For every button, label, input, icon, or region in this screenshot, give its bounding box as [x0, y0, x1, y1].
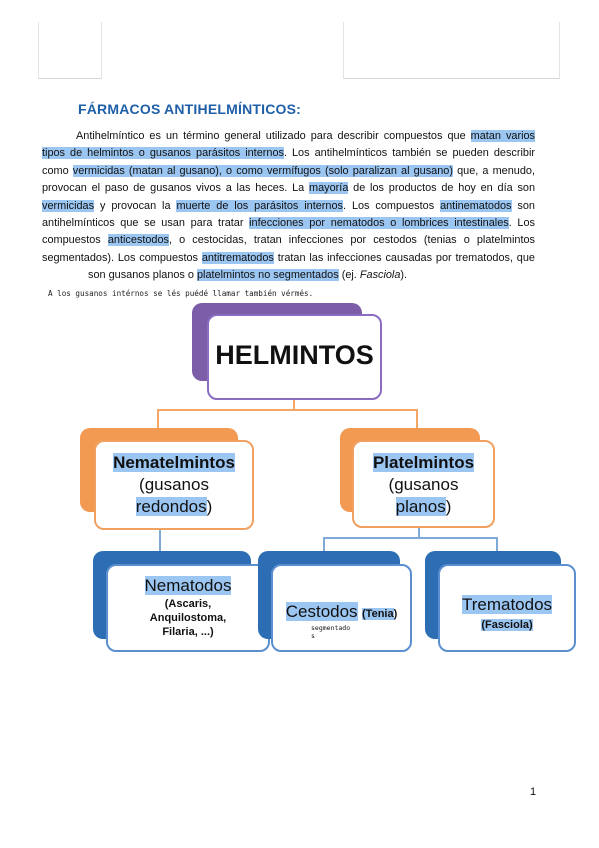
paren: )	[445, 497, 452, 516]
highlight: anticestodos	[107, 234, 169, 247]
connector	[323, 537, 325, 551]
paragraph-line: Antihelmíntico es un término general uti…	[42, 128, 535, 145]
paragraph-line: vermicidas y provocan la muerte de los p…	[42, 198, 535, 215]
highlight: antitrematodos	[201, 251, 274, 264]
trematodos-node: Trematodos (Fasciola)	[438, 564, 576, 652]
header-placeholder-left	[38, 22, 102, 79]
text: (ej.	[338, 269, 360, 282]
text: como	[42, 164, 73, 177]
highlight: vermicidas	[42, 199, 95, 212]
text: antihelmínticos que se usan para tratar	[42, 217, 250, 230]
connector	[418, 528, 420, 538]
text: compuestos	[42, 234, 108, 247]
plat-sub-highlight: planos	[395, 497, 446, 516]
nematodos-example: (Ascaris,	[164, 598, 212, 610]
highlight: matan varios	[470, 130, 535, 142]
connector	[157, 409, 159, 429]
nematodos-node: Nematodos (Ascaris, Anquilostoma, Filari…	[106, 564, 270, 652]
connector	[496, 537, 498, 551]
connector	[293, 400, 295, 410]
trematodos-example: (Fasciola)	[481, 619, 533, 631]
text: segmentados). Los compuestos	[42, 251, 202, 264]
text: . Los antihelmínticos también se pueden …	[283, 147, 535, 160]
paren: )	[206, 497, 213, 516]
connector	[416, 409, 418, 429]
italic-text: Fasciola	[359, 269, 401, 282]
root-label: HELMINTOS	[215, 340, 374, 370]
text: de los productos de hoy en día son	[348, 182, 535, 195]
paragraph-line: tipos de helmintos o gusanos parásitos i…	[42, 145, 535, 162]
text: , o cestocidas, tratan infecciones por c…	[168, 234, 535, 247]
highlight: vermicidas (matan al gusano), o como ver…	[72, 164, 453, 177]
text: tratan las infecciones causadas por trem…	[273, 251, 535, 264]
handwritten-note: s	[311, 632, 315, 640]
text: . Los	[508, 217, 535, 230]
cestodos-label: Cestodos	[285, 602, 358, 621]
highlight: tipos de helmintos o gusanos parásitos i…	[42, 147, 284, 160]
highlight: antinematodos	[440, 199, 512, 212]
handwritten-note: A los gusanos intérnos se lés puédé llam…	[48, 289, 314, 298]
paragraph-line: son gusanos planos o platelmintos no seg…	[42, 267, 535, 284]
nematodos-example: Filaria, ...)	[162, 626, 214, 638]
paragraph-line: segmentados). Los compuestos antitremato…	[42, 250, 535, 267]
cestodos-example: (Tenia	[362, 608, 394, 620]
paragraph-line: antihelmínticos que se usan para tratar …	[42, 215, 535, 232]
highlight: infecciones por nematodos o lombrices in…	[249, 217, 509, 230]
page-title: FÁRMACOS ANTIHELMÍNTICOS:	[78, 101, 302, 117]
nematodos-label: Nematodos	[144, 576, 232, 595]
page-number: 1	[530, 786, 537, 798]
nemat-label: Nematelmintos	[113, 453, 235, 472]
trematodos-label: Trematodos	[461, 595, 553, 614]
text: Antihelmíntico es un término general uti…	[76, 130, 471, 142]
connector	[157, 409, 417, 411]
text: provocan el paso de gusanos vivos a las …	[42, 182, 310, 195]
root-node: HELMINTOS	[207, 314, 382, 400]
text: y provocan la	[94, 199, 177, 212]
intro-paragraph: Antihelmíntico es un término general uti…	[42, 128, 535, 285]
plat-node: Platelmintos (gusanos planos)	[352, 440, 495, 528]
connector	[159, 530, 161, 552]
plat-sub: (gusanos	[388, 475, 459, 494]
nemat-node: Nematelmintos (gusanos redondos)	[94, 440, 254, 530]
highlight: mayoría	[309, 182, 349, 195]
paragraph-line: provocan el paso de gusanos vivos a las …	[42, 180, 535, 197]
header-placeholder-right	[343, 22, 560, 79]
text: . Los compuestos	[343, 199, 441, 212]
highlight: muerte de los parásitos internos	[176, 199, 343, 212]
nemat-sub: (gusanos	[139, 475, 209, 494]
text: son	[511, 199, 535, 212]
text: son gusanos planos o	[88, 269, 197, 282]
nematodos-example: Anquilostoma,	[149, 612, 227, 624]
paragraph-line: compuestos anticestodos, o cestocidas, t…	[42, 232, 535, 249]
paren: )	[393, 608, 398, 620]
nemat-sub-highlight: redondos	[135, 497, 207, 516]
handwritten-note: segmentado	[311, 624, 351, 632]
paragraph-line: como vermicidas (matan al gusano), o com…	[42, 163, 535, 180]
plat-label: Platelmintos	[372, 453, 475, 472]
highlight: platelmintos no segmentados	[197, 269, 339, 282]
text: que, a menudo,	[452, 164, 535, 177]
text: ).	[400, 269, 408, 282]
connector	[323, 537, 498, 539]
cestodos-node: Cestodos (Tenia) segmentado s	[271, 564, 412, 652]
